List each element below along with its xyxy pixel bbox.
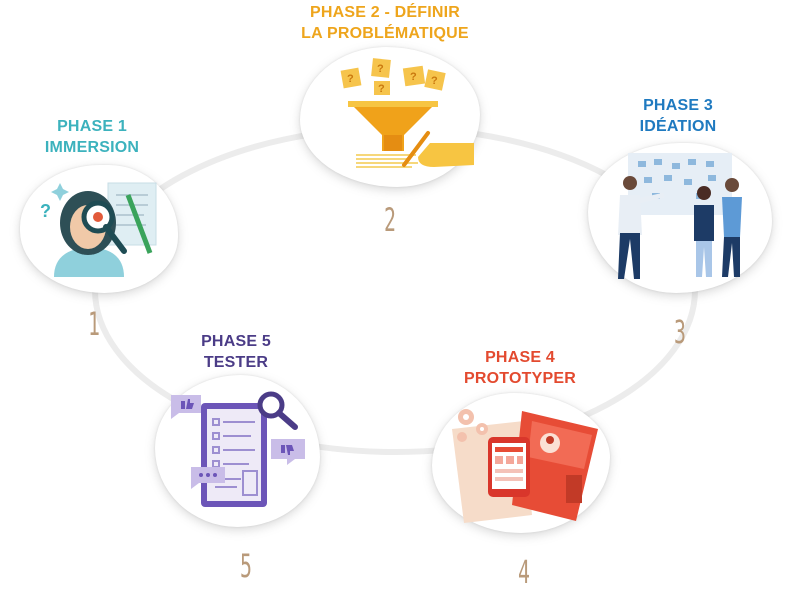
phase-4-label: PHASE 4	[485, 349, 555, 366]
phase-3-title: PHASE 3 IDÉATION	[608, 95, 748, 137]
phase-5-name: TESTER	[203, 354, 269, 371]
svg-text:?: ?	[40, 201, 51, 221]
svg-text:?: ?	[431, 75, 438, 87]
phase-2-number: 2	[384, 201, 396, 239]
phase-2-title: PHASE 2 - DÉFINIR LA PROBLÉMATIQUE	[260, 2, 510, 44]
phase-4-card	[432, 393, 610, 533]
phase-5-card	[155, 375, 320, 527]
phase-4-number: 4	[518, 553, 530, 591]
prototype-tablet-icon	[452, 409, 598, 523]
phase-1-title: PHASE 1 IMMERSION	[22, 116, 162, 158]
phase-2-card: ? ? ? ? ?	[300, 47, 480, 187]
magnifier-person-icon: ?	[40, 182, 157, 277]
phase-1-number: 1	[88, 305, 100, 343]
svg-text:?: ?	[377, 63, 384, 75]
phase-1-card: ?	[20, 165, 178, 293]
phase-2-label: PHASE 2 - DÉFINIR	[309, 4, 461, 21]
phase-1-name: IMMERSION	[44, 139, 140, 156]
phase-3-label: PHASE 3	[643, 97, 713, 114]
test-checklist-icon	[171, 391, 305, 507]
phase-4-name: PROTOTYPER	[464, 370, 576, 387]
phase-3-number: 3	[674, 313, 686, 351]
phase-4-title: PHASE 4 PROTOTYPER	[440, 347, 600, 389]
phase-3-card	[588, 143, 772, 293]
funnel-icon: ? ? ? ? ?	[340, 58, 474, 168]
phase-5-title: PHASE 5 TESTER	[166, 331, 306, 373]
svg-text:?: ?	[347, 73, 354, 85]
svg-text:?: ?	[378, 83, 385, 95]
phase-5-label: PHASE 5	[201, 333, 271, 350]
svg-text:?: ?	[410, 71, 417, 83]
phase-5-number: 5	[240, 547, 252, 585]
phase-3-name: IDÉATION	[639, 118, 717, 135]
phase-2-name: LA PROBLÉMATIQUE	[301, 25, 469, 42]
team-board-icon	[618, 153, 742, 279]
phase-1-label: PHASE 1	[57, 118, 127, 135]
